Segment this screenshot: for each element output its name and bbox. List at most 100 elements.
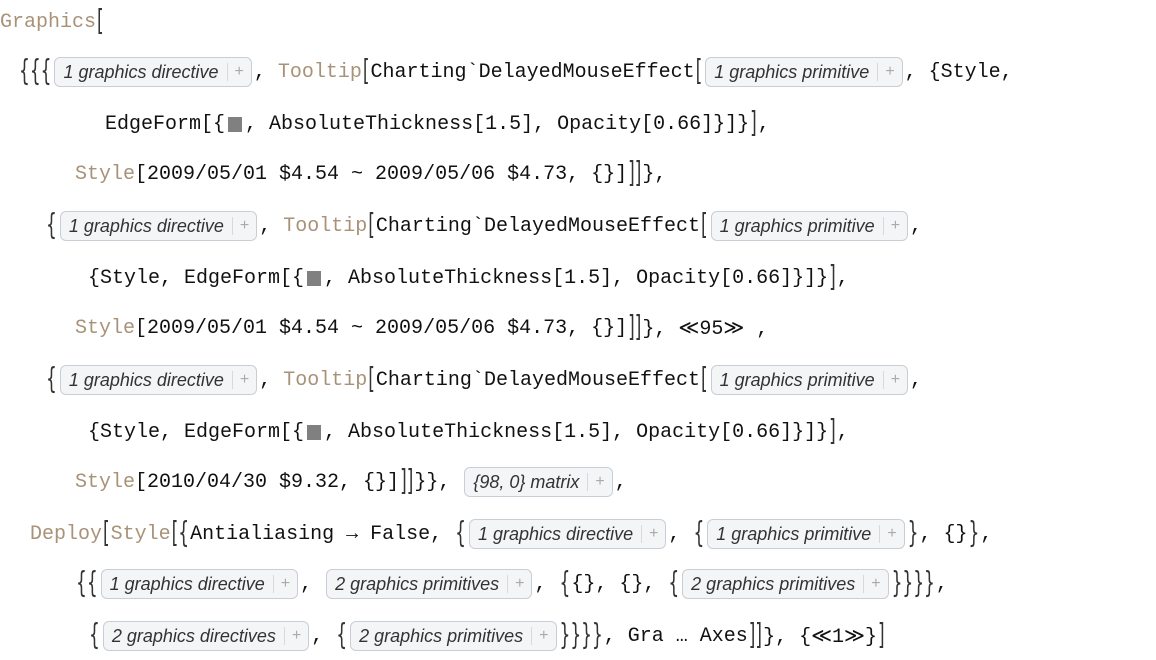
elided-box-label: 1 graphics directive (63, 61, 219, 82)
code-text: }, ≪95≫ , (642, 318, 769, 341)
code-text: Charting`DelayedMouseEffect (375, 368, 700, 392)
elided-box[interactable]: 1 graphics primitive + (710, 365, 909, 395)
code-text: , (534, 572, 559, 596)
bracket: } (907, 517, 919, 551)
code-text: {Style, EdgeForm[{ (88, 420, 305, 444)
bracket: }}}} (559, 619, 603, 653)
expand-plus-icon[interactable]: + (587, 473, 611, 491)
function-keyword: Style (75, 162, 136, 186)
elided-box[interactable]: 2 graphics primitives+ (682, 569, 889, 599)
elided-box[interactable]: 1 graphics primitive + (705, 57, 903, 87)
expand-plus-icon[interactable]: + (863, 575, 887, 593)
bracket: { (668, 567, 680, 601)
elided-box[interactable]: 1 graphics directive + (54, 57, 252, 87)
expand-plus-icon[interactable]: + (226, 63, 251, 81)
expand-plus-icon[interactable]: + (641, 525, 665, 543)
elided-box-label: 1 graphics primitive (714, 61, 870, 82)
bracket: }}}} (891, 567, 935, 601)
expand-plus-icon[interactable]: + (231, 371, 256, 389)
bracket: [ (368, 209, 375, 243)
expand-plus-icon[interactable]: + (272, 575, 297, 593)
expand-plus-icon[interactable]: + (882, 371, 907, 389)
code-line: EdgeForm[{, AbsoluteThickness[1.5], Opac… (105, 104, 770, 144)
bracket: { (336, 619, 348, 653)
code-line: {Style, EdgeForm[{, AbsoluteThickness[1.… (88, 412, 849, 452)
gray-color-swatch[interactable] (228, 116, 243, 132)
code-text: [2009/05/01 $4.54 ~ 2009/05/06 $4.73, {}… (135, 162, 628, 186)
expand-plus-icon[interactable]: + (879, 525, 903, 543)
bracket: [ (700, 363, 708, 397)
expand-plus-icon[interactable]: + (531, 627, 555, 645)
code-text: , (253, 60, 278, 84)
bracket: [ (362, 55, 370, 89)
elided-box[interactable]: 1 graphics directive + (469, 519, 667, 549)
gray-color-swatch[interactable] (307, 424, 322, 440)
code-line: Style[2010/04/30 $9.32, {}]]]}}, {98, 0}… (75, 462, 627, 502)
code-line: Style[2009/05/01 $4.54 ~ 2009/05/06 $4.7… (75, 308, 768, 348)
code-text: , (836, 420, 849, 444)
code-text: {Style, EdgeForm[{ (88, 266, 305, 290)
function-keyword: Graphics (0, 10, 97, 34)
elided-box-label: 2 graphics primitives (359, 625, 524, 646)
code-text: {}, {}, (571, 572, 668, 596)
function-keyword: Deploy (30, 522, 103, 546)
bracket: } (968, 517, 980, 551)
elided-box[interactable]: 1 graphics directive + (59, 365, 258, 395)
elided-box[interactable]: 1 graphics directive + (100, 569, 299, 599)
elided-box[interactable]: 1 graphics primitive + (707, 519, 905, 549)
elided-box-label: 1 graphics primitive (719, 215, 875, 236)
elided-box-label: {98, 0} matrix (473, 471, 580, 492)
bracket: ] (877, 619, 885, 653)
code-line: Graphics[ (0, 2, 105, 42)
code-text: , (259, 214, 284, 238)
elided-box-label: 1 graphics directive (68, 369, 224, 390)
code-text: , (668, 522, 693, 546)
code-text: , (757, 112, 770, 136)
elided-box-label: 2 graphics directives (111, 625, 276, 646)
bracket: {{{ (19, 55, 52, 89)
expand-plus-icon[interactable]: + (283, 627, 308, 645)
expand-plus-icon[interactable]: + (231, 217, 256, 235)
code-text: , (311, 624, 336, 648)
bracket: [ (103, 517, 110, 551)
elided-box-label: 1 graphics primitive (716, 523, 872, 544)
elided-box[interactable]: 1 graphics primitive + (710, 211, 909, 241)
code-line: {2 graphics directives+, {2 graphics pri… (88, 616, 886, 656)
elided-box[interactable]: 2 graphics primitives+ (326, 569, 533, 599)
code-text: }, (642, 162, 667, 186)
elided-box[interactable]: 2 graphics primitives + (350, 621, 557, 651)
bracket: ]] (748, 619, 763, 653)
expand-plus-icon[interactable]: + (882, 217, 907, 235)
expand-plus-icon[interactable]: + (877, 63, 901, 81)
code-text: , (300, 572, 325, 596)
code-text: , (910, 368, 923, 392)
elided-box[interactable]: 1 graphics directive + (59, 211, 258, 241)
bracket: { (559, 567, 571, 601)
bracket: ] (829, 415, 836, 449)
code-text: , AbsoluteThickness[1.5], Opacity[0.66]}… (324, 266, 829, 290)
function-keyword: Tooltip (283, 214, 368, 238)
code-text: , {} (919, 522, 968, 546)
code-line: {{{1 graphics directive+, Tooltip[Charti… (18, 52, 1013, 92)
elided-box-label: 1 graphics directive (109, 573, 265, 594)
bracket: ]] (628, 157, 642, 191)
elided-box[interactable]: {98, 0} matrix + (464, 467, 613, 497)
code-text: , Gra … Axes (603, 624, 748, 648)
gray-color-swatch[interactable] (307, 270, 322, 286)
bracket: ]] (400, 465, 414, 499)
elided-box-label: 1 graphics primitive (719, 369, 875, 390)
code-line: { {1 graphics directive +, 2 graphics prim… (75, 564, 948, 604)
elided-box-label: 1 graphics directive (68, 215, 224, 236)
bracket: { (46, 363, 57, 397)
expand-plus-icon[interactable]: + (507, 575, 531, 593)
bracket: { (693, 517, 705, 551)
bracket: [{ (171, 517, 190, 551)
elided-box[interactable]: 2 graphics directives + (102, 621, 310, 651)
bracket: ]] (628, 311, 642, 345)
code-text: EdgeForm[{ (105, 112, 226, 136)
function-keyword: Style (75, 316, 136, 340)
code-text: [2010/04/30 $9.32, {}] (135, 470, 400, 494)
bracket: [ (368, 363, 375, 397)
elided-box-label: 1 graphics directive (478, 523, 634, 544)
bracket: ] (829, 261, 836, 295)
